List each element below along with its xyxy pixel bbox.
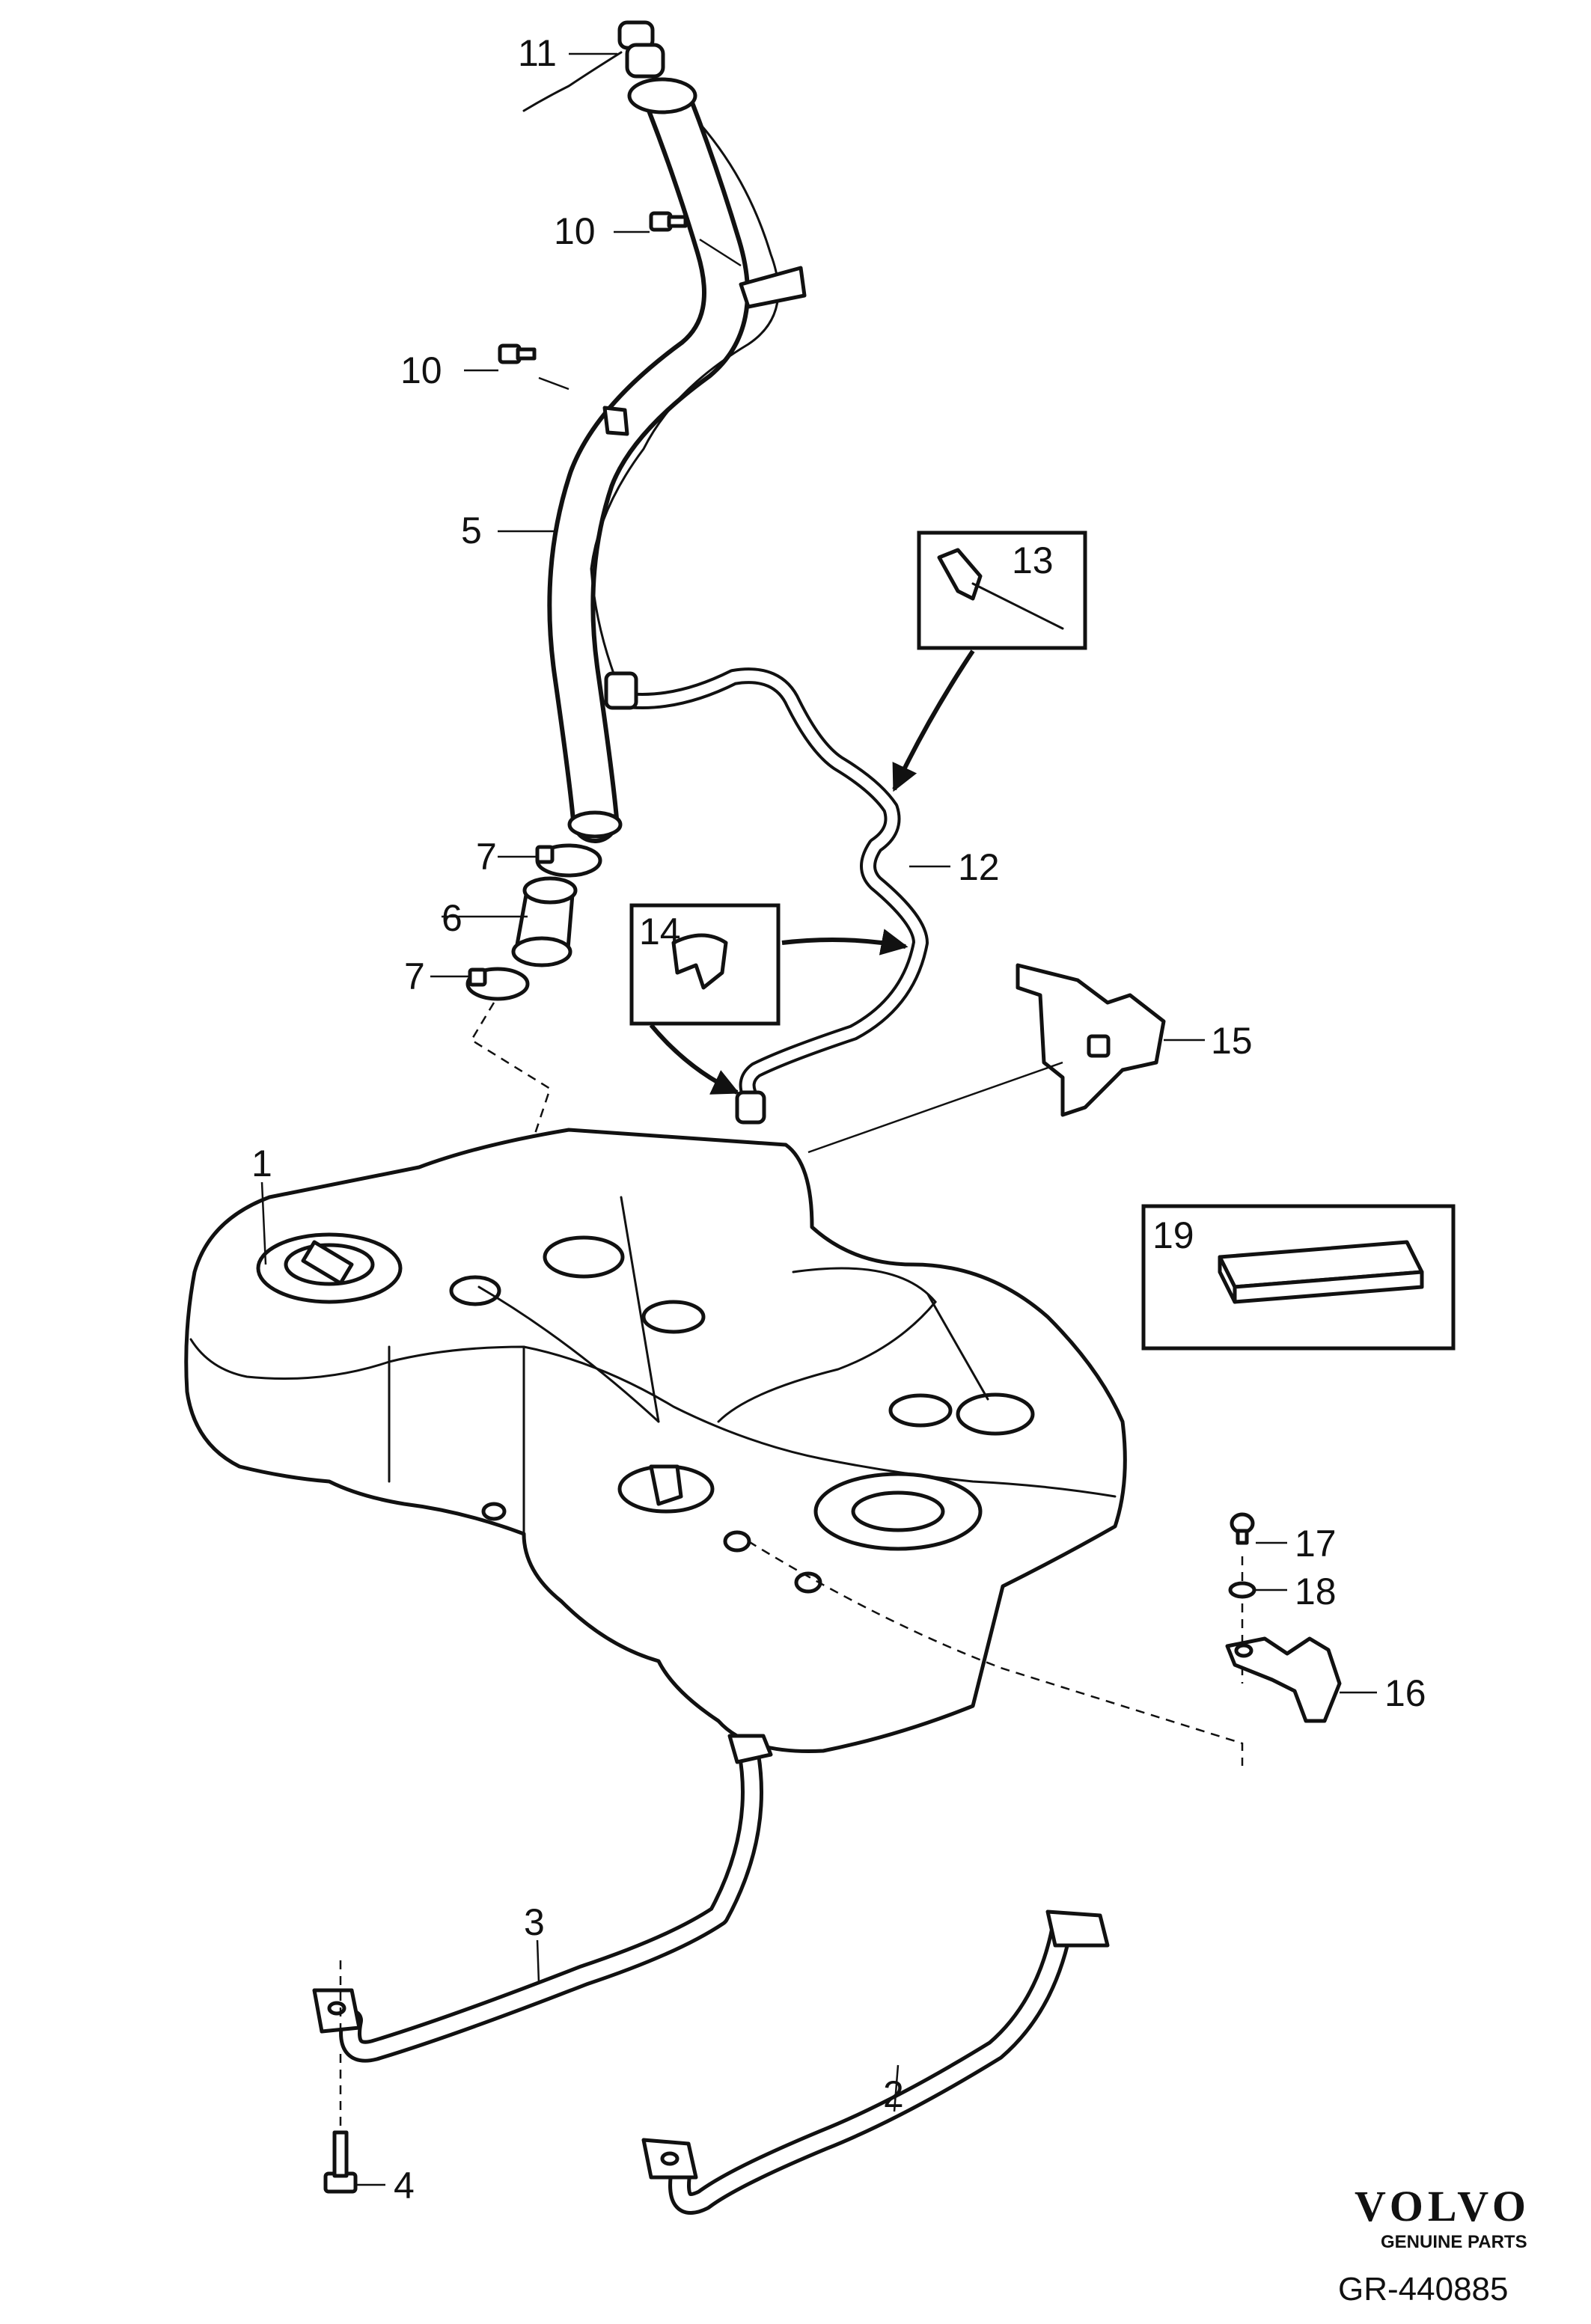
- callout-3: 3: [524, 1901, 545, 1943]
- callout-16: 16: [1384, 1672, 1426, 1714]
- inset-box-14: [629, 903, 781, 1026]
- fuel-tank: [184, 1128, 1127, 1753]
- brand-logo: VOLVO: [1355, 2182, 1530, 2230]
- tank-strap-front: [641, 1909, 1110, 2215]
- callout-13: 13: [1012, 539, 1054, 581]
- callout-19: 19: [1152, 1214, 1194, 1256]
- callout-7-upper: 7: [476, 836, 497, 878]
- fuel-cap: [522, 20, 665, 112]
- callout-1: 1: [251, 1143, 272, 1184]
- callout-14: 14: [639, 911, 681, 952]
- diagram-reference: GR-440885: [1338, 2271, 1508, 2308]
- mounting-bracket: [1016, 963, 1166, 1117]
- bolt-upper: [649, 211, 688, 232]
- callout-10-lower: 10: [400, 349, 442, 391]
- tank-strap-rear: [312, 1734, 773, 2063]
- callout-18: 18: [1295, 1571, 1337, 1612]
- callout-17: 17: [1295, 1523, 1337, 1565]
- hose-clamp-upper: [535, 843, 602, 878]
- callout-12: 12: [958, 846, 1000, 888]
- inset-box-13: [917, 530, 1087, 650]
- leader-lines: [260, 52, 1377, 2186]
- bolt-lower: [498, 343, 537, 364]
- callout-4: 4: [394, 2165, 415, 2207]
- callout-11: 11: [518, 32, 557, 74]
- screw: [1230, 1512, 1255, 1545]
- callout-6: 6: [442, 897, 462, 939]
- filler-neck: [547, 77, 807, 843]
- callout-10-upper: 10: [554, 210, 596, 252]
- inset-box-19: [1141, 1204, 1456, 1351]
- callout-5: 5: [461, 510, 482, 551]
- hose-clamp-lower: [465, 967, 530, 1001]
- callout-15: 15: [1211, 1020, 1253, 1062]
- connecting-hose: [511, 876, 578, 967]
- callout-7-lower: 7: [404, 955, 425, 997]
- brand-tagline: GENUINE PARTS: [1381, 2232, 1527, 2252]
- vent-pipe: [604, 667, 929, 1125]
- washer: [1228, 1581, 1256, 1599]
- strap-bolt: [323, 2130, 358, 2194]
- tank-bracket: [1225, 1636, 1342, 1723]
- callout-2: 2: [883, 2073, 904, 2115]
